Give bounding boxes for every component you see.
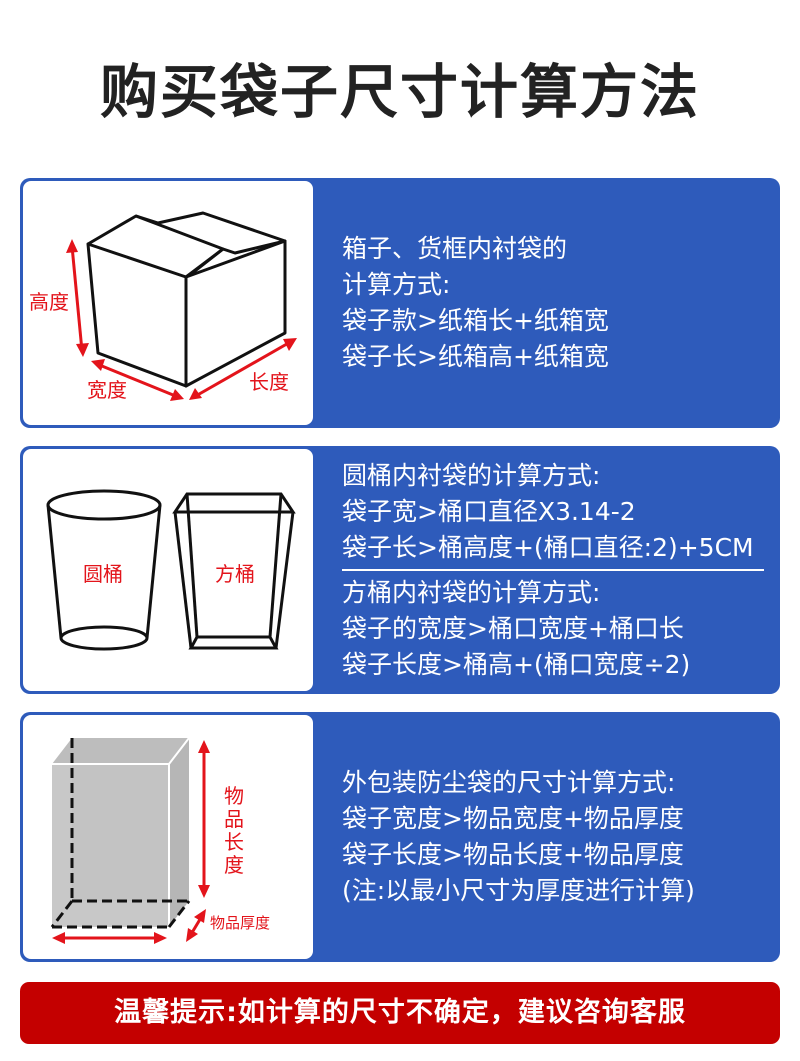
dust-bag-card: 物 品 长 度 物品厚度 外包装防尘袋的尺寸计算方式: 袋子宽度>物品宽度+物品… [20, 712, 780, 962]
page-title: 购买袋子尺寸计算方法 [99, 58, 700, 126]
item-length-char: 长 [224, 830, 244, 854]
formula-line: (注:以最小尺寸为厚度进行计算) [342, 876, 695, 905]
length-label: 长度 [249, 370, 289, 394]
item-thickness-label: 物品厚度 [210, 914, 270, 932]
item-length-char: 物 [224, 784, 244, 808]
formula-line: 外包装防尘袋的尺寸计算方式: [342, 768, 676, 797]
bucket-liner-formula: 圆桶内衬袋的计算方式: 袋子宽>桶口直径X3.14-2 袋子长>桶高度+(桶口直… [342, 446, 768, 694]
round-bucket-rim [46, 489, 162, 521]
item-length-char: 度 [224, 853, 244, 877]
width-label: 宽度 [87, 378, 127, 402]
square-bucket-label: 方桶 [215, 562, 255, 586]
formula-line: 袋子宽度>物品宽度+物品厚度 [342, 804, 684, 833]
bucket-icons: 圆桶 方桶 [46, 489, 296, 651]
formula-line: 袋子长度>桶高+(桶口宽度÷2) [342, 649, 691, 679]
warm-tip-banner: 温馨提示:如计算的尺寸不确定，建议咨询客服 [20, 982, 780, 1044]
formula-line: 计算方式: [342, 270, 451, 299]
formula-line: 袋子款>纸箱长+纸箱宽 [342, 306, 609, 335]
height-label: 高度 [29, 290, 69, 314]
formula-line: 圆桶内衬袋的计算方式: [342, 460, 601, 490]
prism-icon: 物 品 长 度 物品厚度 [50, 737, 270, 944]
item-length-char: 品 [224, 807, 244, 831]
formula-line: 袋子长>纸箱高+纸箱宽 [342, 342, 609, 371]
dust-bag-illustration-panel: 物 品 长 度 物品厚度 [23, 715, 313, 959]
formula-line: 袋子长度>物品长度+物品厚度 [342, 840, 684, 869]
box-icon: 高度 宽度 长度 [29, 211, 297, 402]
round-bucket-label: 圆桶 [83, 562, 123, 586]
formula-line: 袋子的宽度>桶口宽度+桶口长 [342, 613, 684, 643]
bucket-liner-card: 圆桶 方桶 圆桶内衬袋的计算方式: 袋子宽>桶口直径X3.14-2 袋子长>桶高… [20, 446, 780, 694]
formula-line: 袋子长>桶高度+(桶口直径:2)+5CM [342, 532, 754, 562]
formula-line: 箱子、货框内衬袋的 [342, 234, 568, 263]
formula-line: 袋子宽>桶口直径X3.14-2 [342, 496, 636, 526]
section-divider [342, 568, 764, 571]
box-liner-card: 高度 宽度 长度 箱子、货框内衬袋的 计算方式: 袋子款>纸箱长+纸箱宽 袋子长… [20, 178, 780, 428]
bucket-illustration-panel: 圆桶 方桶 [23, 449, 313, 691]
dust-bag-formula: 外包装防尘袋的尺寸计算方式: 袋子宽度>物品宽度+物品厚度 袋子长度>物品长度+… [342, 712, 768, 962]
formula-line: 方桶内衬袋的计算方式: [342, 577, 601, 607]
box-illustration-panel: 高度 宽度 长度 [23, 181, 313, 425]
box-liner-formula: 箱子、货框内衬袋的 计算方式: 袋子款>纸箱长+纸箱宽 袋子长>纸箱高+纸箱宽 [342, 178, 768, 428]
